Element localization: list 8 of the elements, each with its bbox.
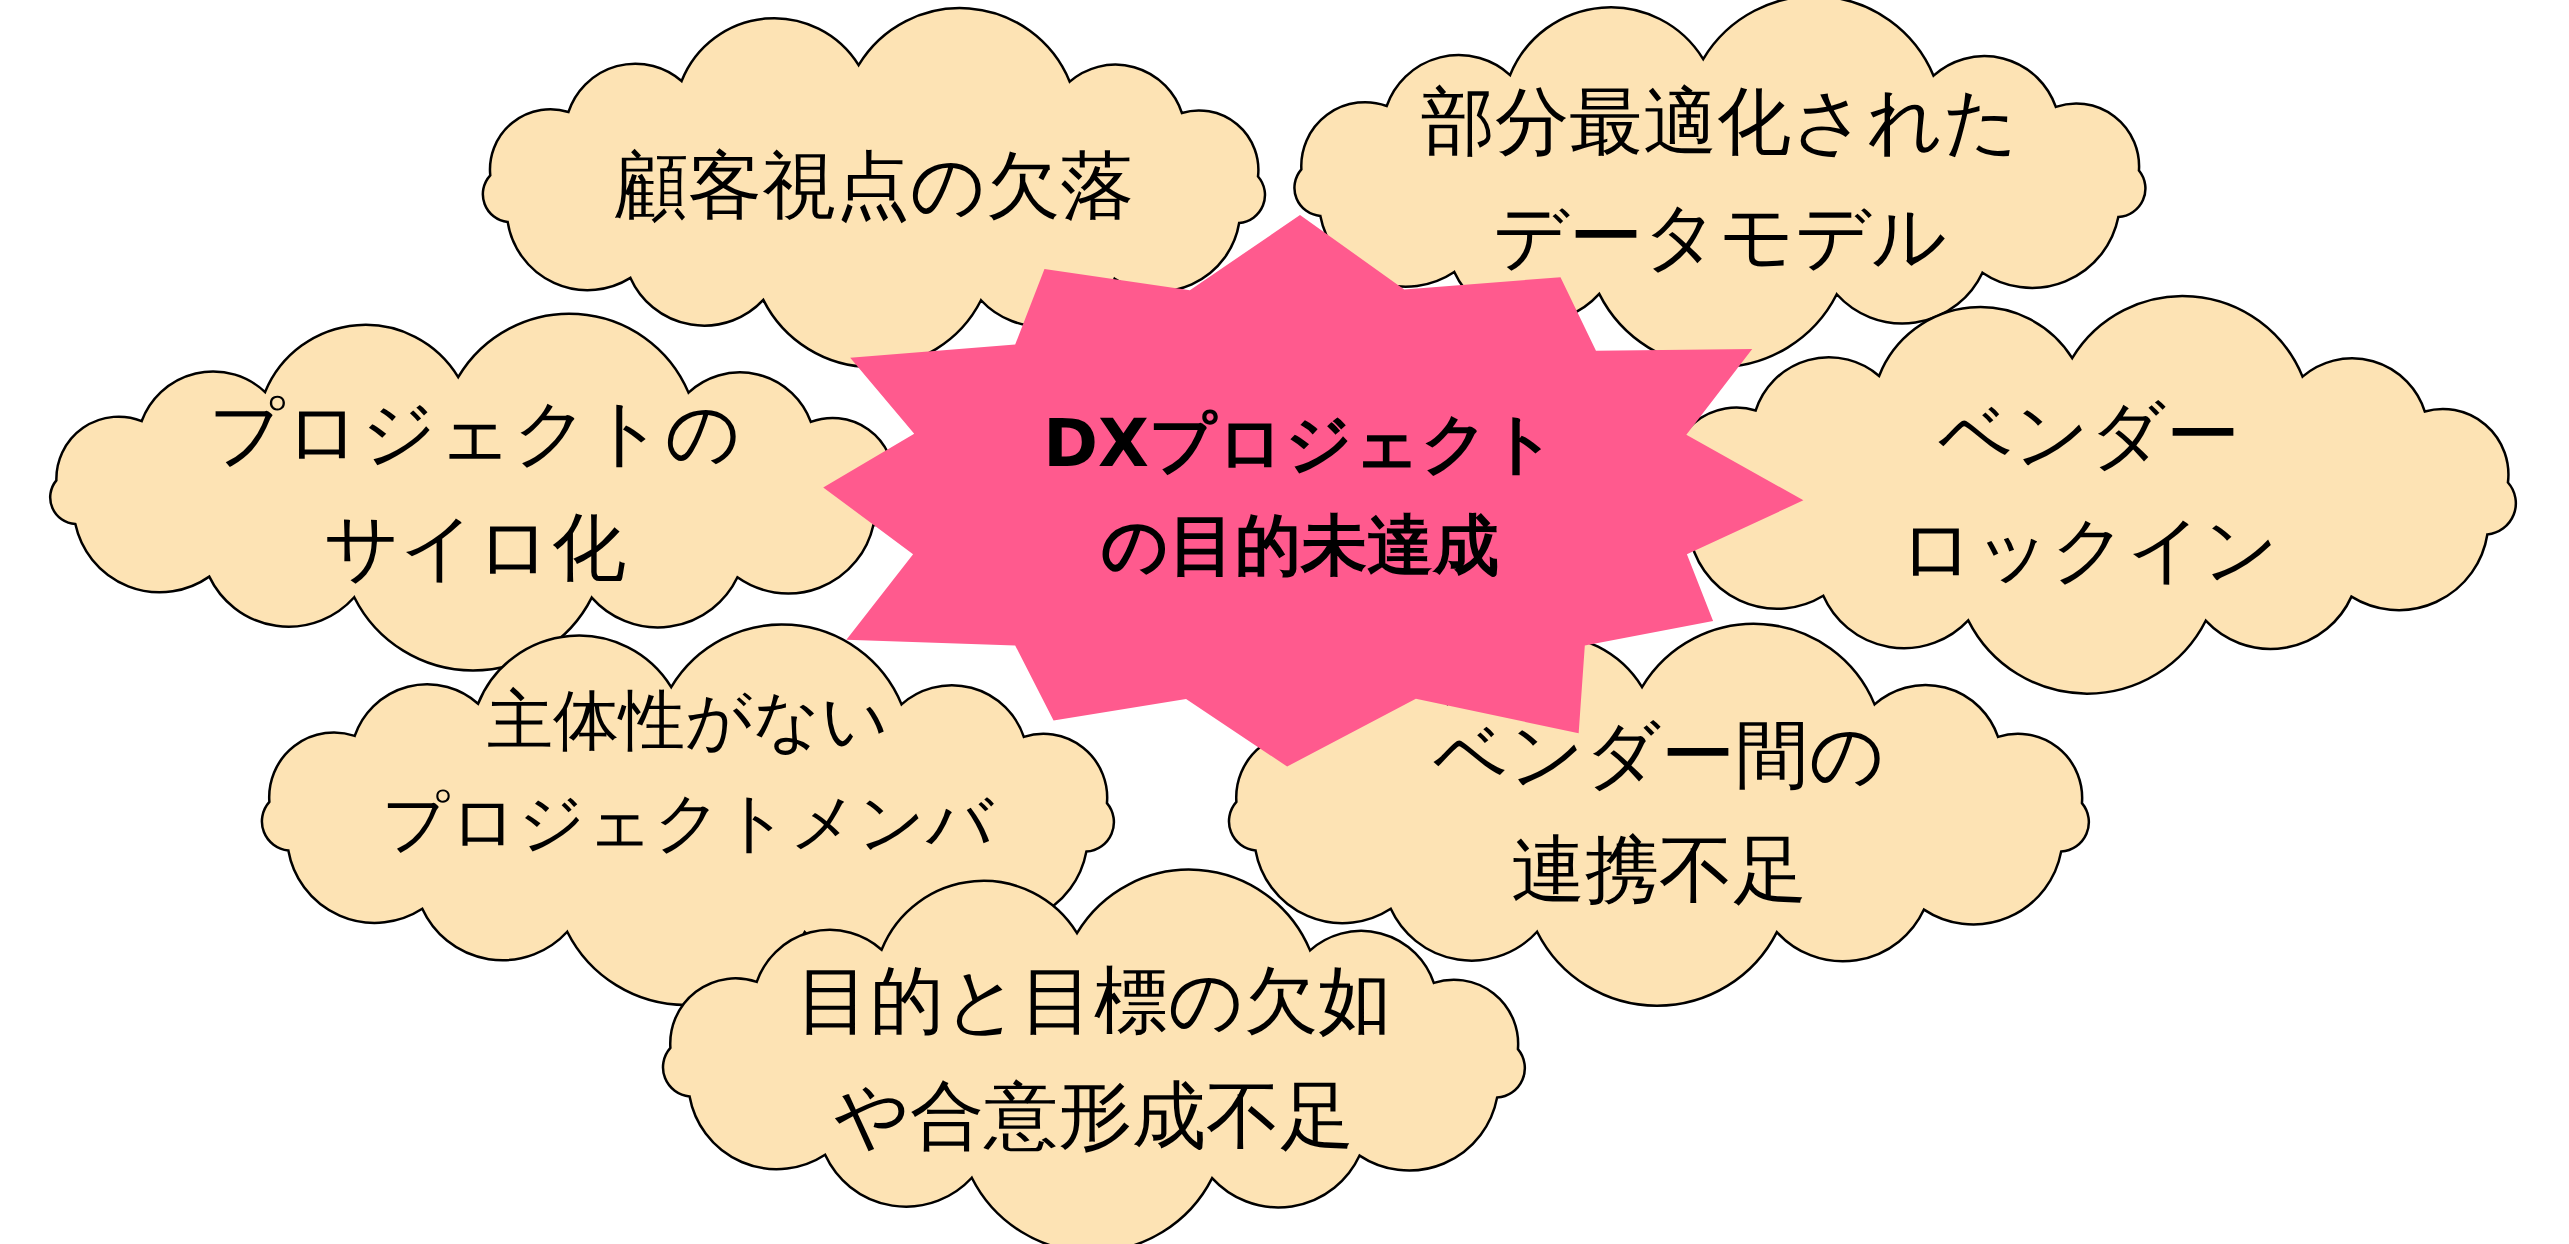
headline-text: DXプロジェクトの目的未達成: [1043, 403, 1557, 586]
cloud-text: 主体性がないプロジェクトメンバ: [382, 680, 994, 863]
cloud-text: ベンダー間の連携不足: [1433, 710, 1885, 914]
cloud-text: プロジェクトのサイロ化: [209, 387, 741, 592]
cloud-text: 顧客視点の欠落: [614, 140, 1134, 230]
cloud-text: 目的と目標の欠如や合意形成不足: [796, 956, 1392, 1160]
cloud-text: 部分最適化されたデータモデル: [1421, 77, 2019, 281]
cloud-text: ベンダーロックイン: [1899, 390, 2279, 594]
